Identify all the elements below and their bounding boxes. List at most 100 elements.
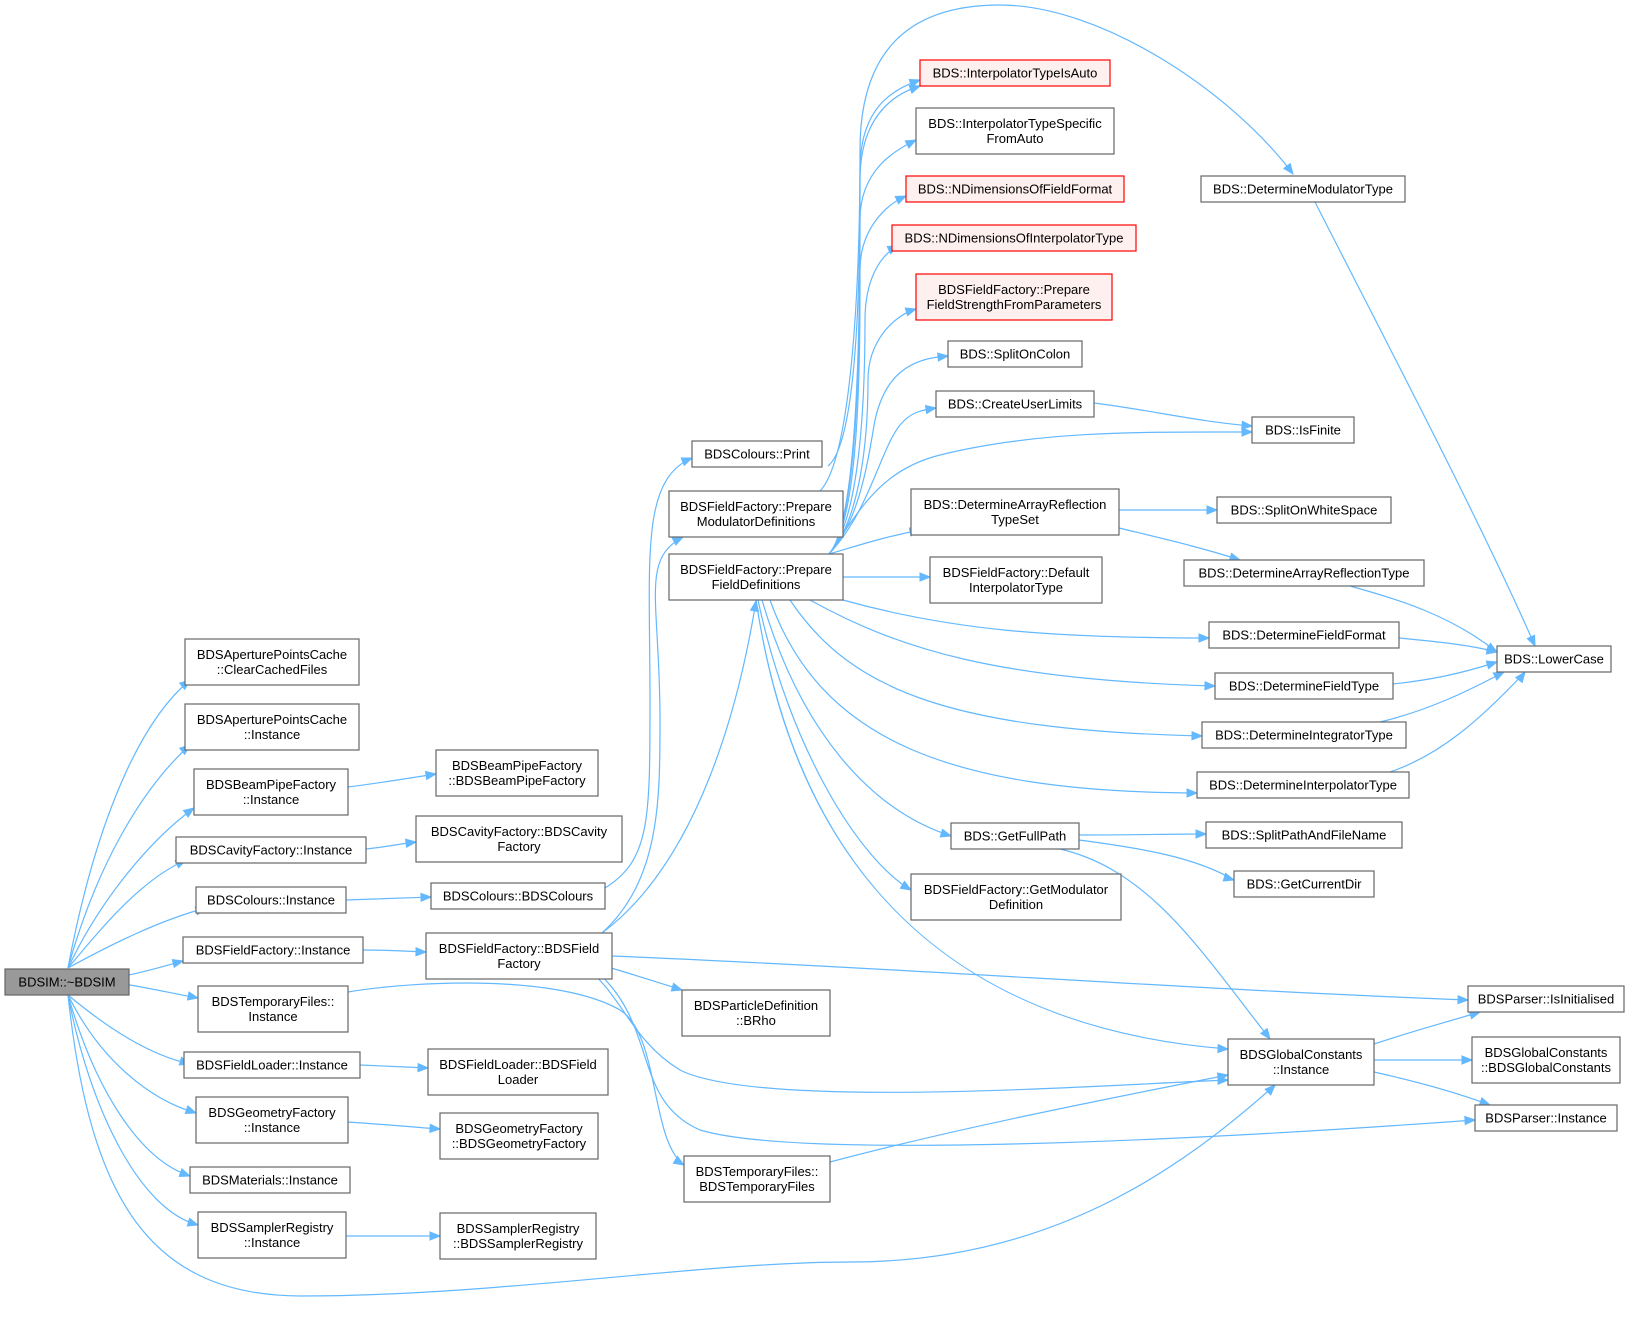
node-bpfInst[interactable]: BDSBeamPipeFactory::Instance [193, 768, 349, 816]
node-cavCtor[interactable]: BDSCavityFactory::BDSCavityFactory [415, 815, 623, 863]
node-box [1205, 821, 1403, 849]
node-createUL[interactable]: BDS::CreateUserLimits [935, 390, 1095, 418]
node-colInst[interactable]: BDSColours::Instance [195, 886, 347, 914]
node-box [1474, 1104, 1618, 1132]
node-label: ::Instance [1273, 1062, 1329, 1077]
node-matInst[interactable]: BDSMaterials::Instance [189, 1166, 351, 1194]
node-interpAuto[interactable]: BDS::InterpolatorTypeIsAuto [919, 59, 1111, 87]
node-box [691, 440, 823, 468]
node-box [905, 175, 1125, 203]
node-cavInst[interactable]: BDSCavityFactory::Instance [175, 836, 367, 864]
edge-line [842, 599, 1210, 639]
node-detArr[interactable]: BDS::DetermineArrayReflectionType [1183, 559, 1425, 587]
node-getFullPath[interactable]: BDS::GetFullPath [950, 822, 1080, 850]
node-parserInst[interactable]: BDSParser::Instance [1474, 1104, 1618, 1132]
node-detFmt[interactable]: BDS::DetermineFieldFormat [1208, 621, 1400, 649]
node-ffInst[interactable]: BDSFieldFactory::Instance [182, 936, 364, 964]
node-gcCtor[interactable]: BDSGlobalConstants::BDSGlobalConstants [1471, 1036, 1621, 1084]
edge-cavInst-to-cavCtor [365, 838, 418, 850]
arrowhead-icon [904, 307, 918, 317]
node-srInst[interactable]: BDSSamplerRegistry::Instance [197, 1211, 347, 1259]
node-label: Factory [497, 839, 541, 854]
node-box [184, 703, 360, 751]
node-box [197, 1211, 347, 1259]
node-prepMod[interactable]: BDSFieldFactory::PrepareModulatorDefinit… [668, 490, 844, 538]
edge-line [611, 955, 1469, 1001]
node-label: BDSFieldFactory::Prepare [938, 282, 1090, 297]
arrowhead-icon [1514, 670, 1526, 684]
node-label: BDS::GetFullPath [964, 829, 1067, 844]
node-label: BDS::DetermineModulatorType [1213, 182, 1393, 197]
node-lowerCase[interactable]: BDS::LowerCase [1496, 645, 1612, 673]
edge-prepMod-to-detMod [819, 4, 1294, 492]
node-ffCtor[interactable]: BDSFieldFactory::BDSFieldFactory [425, 932, 613, 980]
node-ndimInterp[interactable]: BDS::NDimensionsOfInterpolatorType [891, 224, 1137, 252]
node-box [189, 1166, 351, 1194]
node-detInteg[interactable]: BDS::DetermineIntegratorType [1201, 721, 1407, 749]
node-box [1201, 721, 1407, 749]
edge-line [755, 599, 1229, 1050]
node-isFinite[interactable]: BDS::IsFinite [1251, 416, 1355, 444]
node-ndimFmt[interactable]: BDS::NDimensionsOfFieldFormat [905, 175, 1125, 203]
node-detMod[interactable]: BDS::DetermineModulatorType [1200, 175, 1406, 203]
arrowhead-icon [1241, 420, 1254, 430]
edge-line [347, 982, 685, 1166]
edge-line [601, 600, 757, 934]
node-root[interactable]: BDSIM::~BDSIM [4, 968, 130, 996]
node-brho[interactable]: BDSParticleDefinition::BRho [681, 989, 831, 1037]
node-tfInst[interactable]: BDSTemporaryFiles::Instance [197, 985, 349, 1033]
arrowhead-icon [924, 404, 938, 415]
node-gcInst[interactable]: BDSGlobalConstants::Instance [1227, 1038, 1375, 1086]
edge-ffCtor-to-parserInit [611, 955, 1470, 1005]
edge-root-to-matInst [67, 994, 192, 1178]
node-bpfCtor[interactable]: BDSBeamPipeFactory::BDSBeamPipeFactory [435, 749, 599, 797]
edge-line [757, 599, 912, 891]
node-box [4, 968, 130, 996]
node-detInterp[interactable]: BDS::DetermineInterpolatorType [1196, 771, 1410, 799]
node-splitPath[interactable]: BDS::SplitPathAndFileName [1205, 821, 1403, 849]
node-prepStrength[interactable]: BDSFieldFactory::PrepareFieldStrengthFro… [915, 273, 1113, 321]
node-getCurDir[interactable]: BDS::GetCurrentDir [1233, 870, 1375, 898]
node-flInst[interactable]: BDSFieldLoader::Instance [183, 1051, 361, 1079]
edge-detArrSet-to-detArr [1118, 527, 1242, 562]
edge-createUL-to-isFinite [1093, 402, 1254, 430]
node-tfCtor[interactable]: BDSTemporaryFiles::BDSTemporaryFiles [683, 1155, 831, 1203]
edge-flInst-to-flCtor [359, 1062, 430, 1073]
node-box [910, 488, 1120, 536]
node-label: BDS::DetermineIntegratorType [1215, 728, 1393, 743]
node-flCtor[interactable]: BDSFieldLoader::BDSFieldLoader [427, 1048, 609, 1096]
node-detFType[interactable]: BDS::DetermineFieldType [1214, 672, 1394, 700]
node-colCtor[interactable]: BDSColours::BDSColours [430, 882, 606, 910]
arrowhead-icon [184, 1105, 198, 1115]
edge-line [345, 896, 432, 901]
edge-line [604, 457, 693, 889]
node-splitColon[interactable]: BDS::SplitOnColon [947, 340, 1083, 368]
node-srCtor[interactable]: BDSSamplerRegistry::BDSSamplerRegistry [439, 1212, 597, 1260]
node-gfInst[interactable]: BDSGeometryFactory::Instance [195, 1096, 349, 1144]
edge-line [819, 4, 1294, 492]
node-label: BDSGeometryFactory [208, 1105, 336, 1120]
edge-prepField-to-isFinite [828, 427, 1254, 555]
node-colPrint[interactable]: BDSColours::Print [691, 440, 823, 468]
node-box [439, 1212, 597, 1260]
node-label: Instance [248, 1009, 297, 1024]
node-gfCtor[interactable]: BDSGeometryFactory::BDSGeometryFactory [439, 1112, 599, 1160]
node-label: BDSGlobalConstants [1240, 1047, 1363, 1062]
node-splitWS[interactable]: BDS::SplitOnWhiteSpace [1216, 496, 1392, 524]
node-parserInit[interactable]: BDSParser::IsInitialised [1467, 985, 1625, 1013]
node-box [910, 873, 1122, 921]
node-apcInst[interactable]: BDSAperturePointsCache::Instance [184, 703, 360, 751]
edge-root-to-bpfInst [67, 807, 196, 969]
node-label: BDSTemporaryFiles [699, 1179, 815, 1194]
node-label: BDSParser::Instance [1485, 1111, 1606, 1126]
node-label: BDSFieldFactory::Instance [196, 943, 351, 958]
edge-ffCtor-to-parserInst [589, 965, 1477, 1146]
node-label: InterpolatorType [969, 580, 1063, 595]
node-label: BDS::DetermineFieldType [1229, 679, 1379, 694]
node-apcClear[interactable]: BDSAperturePointsCache::ClearCachedFiles [184, 638, 360, 686]
